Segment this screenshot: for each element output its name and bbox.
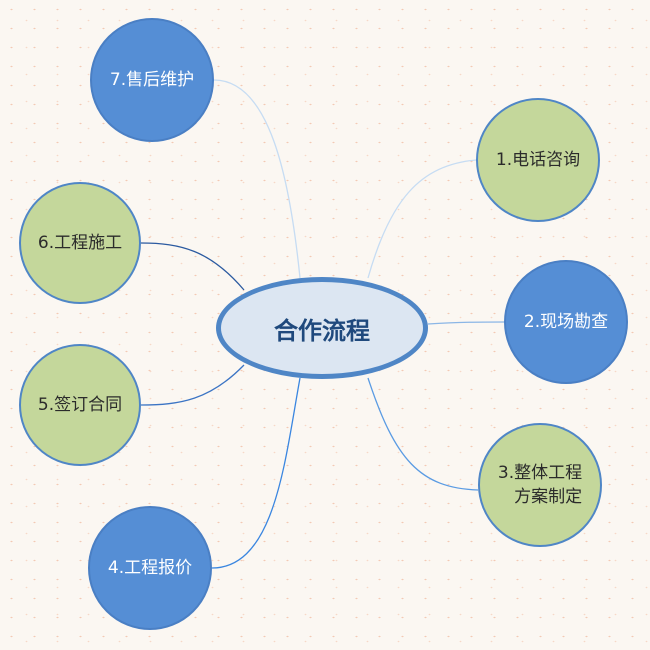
connector-2 <box>427 321 505 325</box>
node-label: 4.工程报价 <box>107 558 193 578</box>
connector-3 <box>367 377 479 491</box>
node-plan[interactable]: 3.整体工程 方案制定 <box>478 423 602 547</box>
center-label: 合作流程 <box>274 316 370 345</box>
connector-1 <box>367 159 477 279</box>
node-label: 5.签订合同 <box>37 395 123 415</box>
node-label: 2.现场勘查 <box>523 312 609 332</box>
node-quote[interactable]: 4.工程报价 <box>88 506 212 630</box>
center-topic[interactable]: 合作流程 <box>216 277 428 379</box>
connector-7 <box>213 79 301 279</box>
node-after-sales[interactable]: 7.售后维护 <box>90 18 214 142</box>
node-label: 1.电话咨询 <box>495 150 581 170</box>
node-site-survey[interactable]: 2.现场勘查 <box>504 260 628 384</box>
connector-4 <box>211 377 301 569</box>
node-contract[interactable]: 5.签订合同 <box>19 344 141 466</box>
node-label: 7.售后维护 <box>109 70 195 90</box>
node-phone-consult[interactable]: 1.电话咨询 <box>476 98 600 222</box>
connector-6 <box>140 242 245 291</box>
node-label: 3.整体工程 方案制定 <box>497 463 583 507</box>
node-label: 6.工程施工 <box>37 233 123 253</box>
connector-5 <box>140 364 245 406</box>
node-construction[interactable]: 6.工程施工 <box>19 182 141 304</box>
